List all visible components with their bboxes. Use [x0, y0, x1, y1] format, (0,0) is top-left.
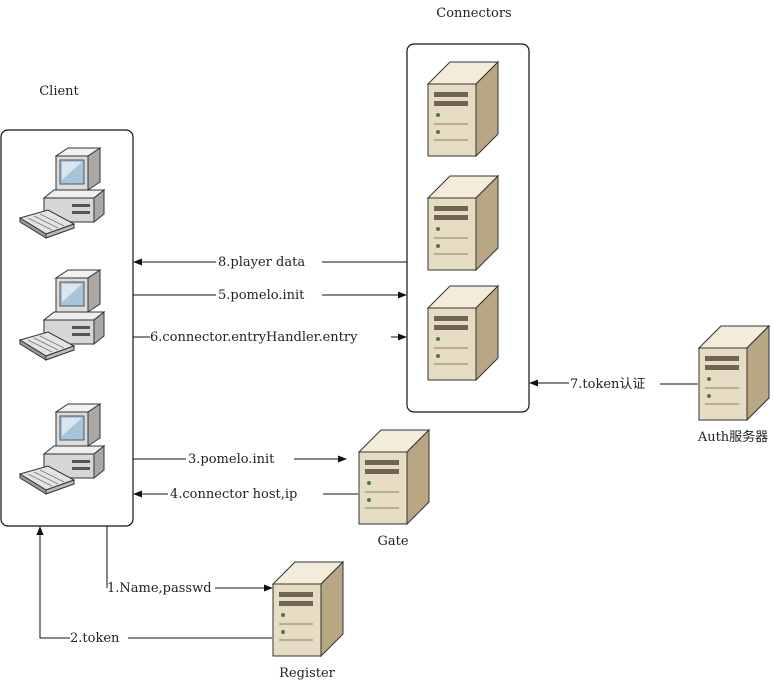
svg-text:5.pomelo.init: 5.pomelo.init: [218, 288, 305, 303]
auth-server-icon: [698, 325, 770, 421]
svg-text:6.connector.entryHandler.entry: 6.connector.entryHandler.entry: [150, 330, 358, 345]
auth-label: Auth服务器: [697, 429, 768, 445]
register-server-icon: [272, 561, 344, 657]
svg-text:7.token认证: 7.token认证: [570, 377, 645, 392]
edge-connector-host: 4.connector host,ip: [133, 487, 358, 502]
edge-name-passwd: 1.Name,passwd: [106, 526, 273, 596]
svg-text:8.player data: 8.player data: [218, 255, 305, 270]
edge-player-data: 8.player data: [133, 255, 407, 270]
edge-token: 2.token: [36, 526, 272, 646]
client-label: Client: [39, 84, 79, 99]
edge-pomelo-init-gate: 3.pomelo.init: [133, 452, 347, 467]
svg-text:3.pomelo.init: 3.pomelo.init: [188, 452, 275, 467]
tower-server-icon: [427, 61, 499, 157]
connectors-label: Connectors: [436, 6, 511, 21]
svg-text:2.token: 2.token: [70, 631, 120, 646]
register-label: Register: [279, 666, 336, 681]
tower-server-icon: [427, 285, 499, 381]
svg-text:4.connector host,ip: 4.connector host,ip: [170, 487, 297, 502]
edge-token-auth: 7.token认证: [529, 377, 698, 392]
gate-label: Gate: [377, 534, 408, 549]
tower-server-icon: [427, 175, 499, 271]
svg-text:1.Name,passwd: 1.Name,passwd: [107, 581, 212, 596]
edge-pomelo-init-connector: 5.pomelo.init: [133, 288, 407, 303]
gate-server-icon: [358, 429, 430, 525]
edge-connector-entry: 6.connector.entryHandler.entry: [133, 330, 407, 345]
